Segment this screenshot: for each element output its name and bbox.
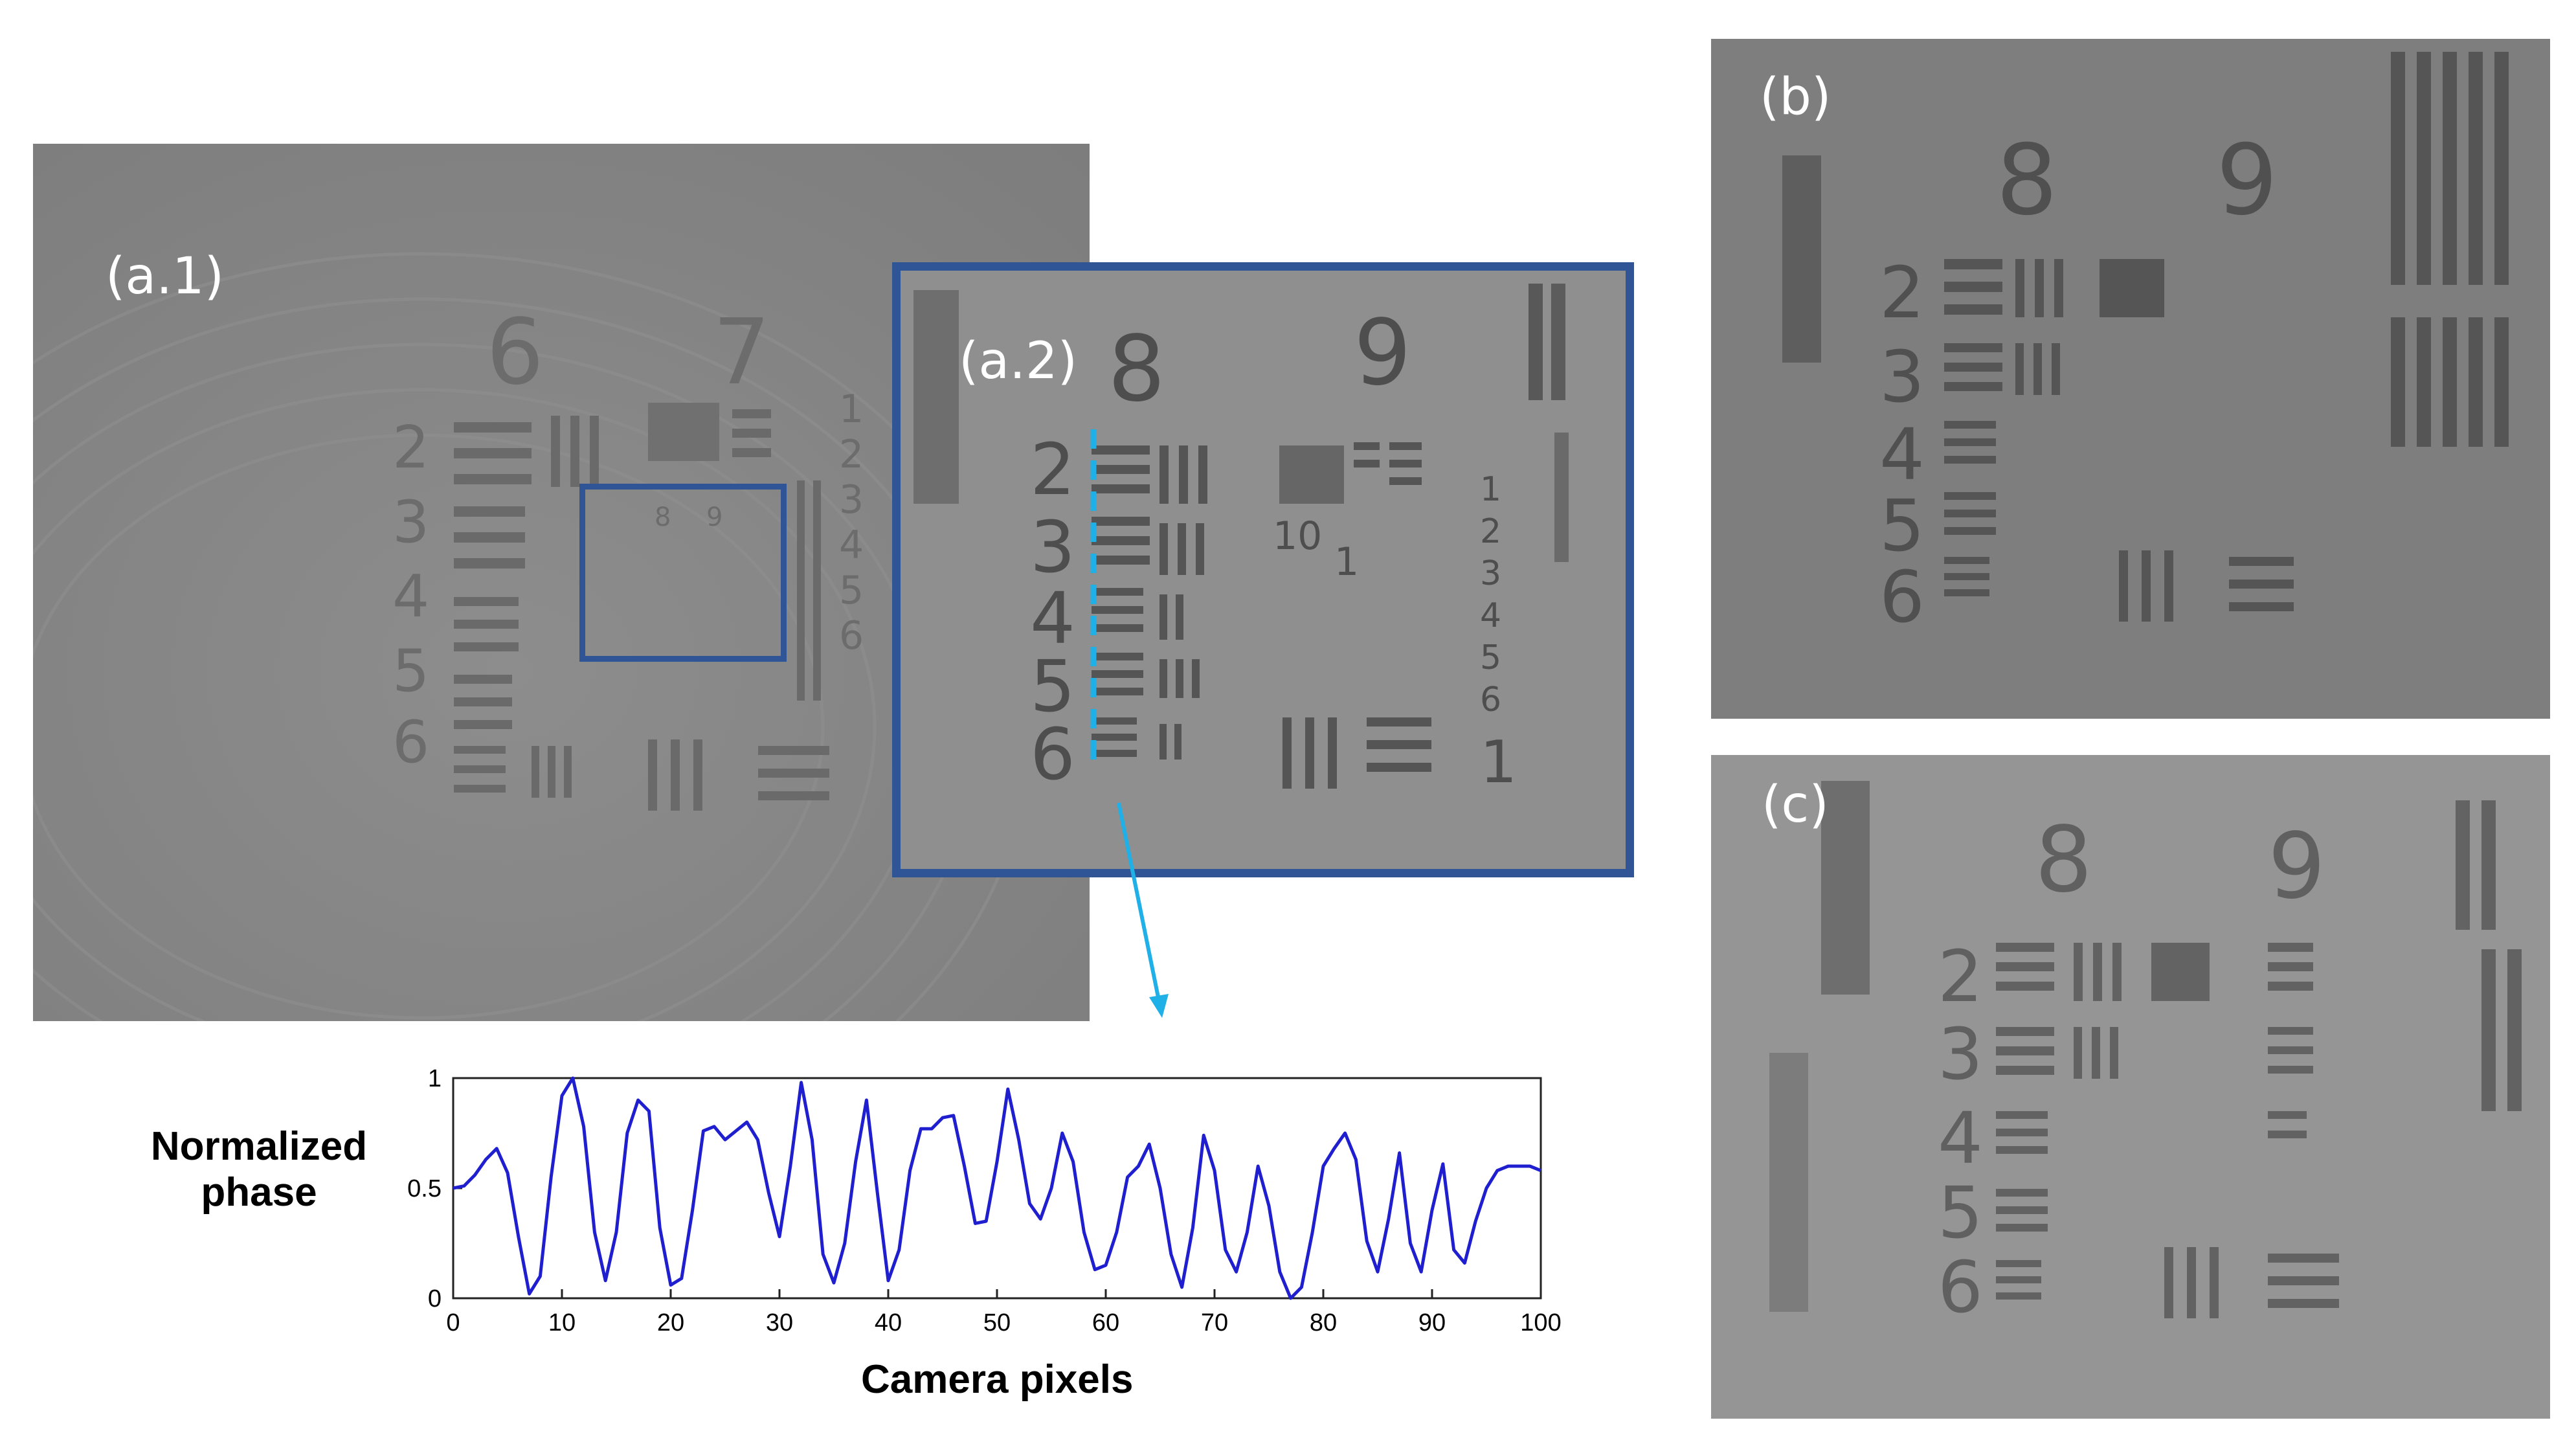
- element-number: 4: [392, 563, 429, 631]
- element-number: 2: [1030, 428, 1075, 511]
- element-number: 3: [1879, 335, 1925, 418]
- group-number: 9: [706, 502, 722, 532]
- element-number: 5: [839, 568, 864, 613]
- element-number: 1: [1334, 539, 1359, 585]
- element-number: 6: [1480, 681, 1501, 719]
- element-number: 10: [1273, 513, 1322, 559]
- roi-box: [579, 484, 787, 662]
- element-number: 4: [1879, 413, 1925, 496]
- element-number: 3: [1938, 1013, 1983, 1096]
- group-number: 9: [1354, 300, 1411, 406]
- group-number: 8: [1108, 317, 1165, 422]
- x-tick-label: 50: [983, 1309, 1011, 1336]
- group-number: 6: [486, 300, 544, 405]
- x-tick-label: 90: [1418, 1309, 1446, 1336]
- element-number: 6: [1030, 713, 1075, 796]
- element-number: 1: [1480, 728, 1517, 796]
- element-number: 6: [1938, 1246, 1983, 1329]
- group-number: 7: [713, 300, 770, 405]
- element-number: 6: [1879, 556, 1925, 638]
- element-number: 2: [1938, 935, 1983, 1018]
- element-number: 3: [392, 488, 429, 556]
- element-number: 3: [839, 477, 864, 523]
- group-number: 9: [2216, 124, 2278, 237]
- element-number: 4: [1480, 596, 1501, 635]
- x-tick-label: 20: [657, 1309, 684, 1336]
- y-axis-label-line: phase: [201, 1170, 317, 1215]
- image-panel-c: 8 9 2 3 4 5 6 (c): [1711, 755, 2550, 1419]
- element-number: 4: [1938, 1097, 1983, 1180]
- element-number: 2: [1480, 512, 1501, 551]
- element-number: 4: [839, 523, 864, 568]
- element-number: 3: [1030, 506, 1075, 589]
- y-axis-label-line: Normalized: [150, 1124, 368, 1169]
- element-number: 1: [1480, 470, 1501, 509]
- panel-label-c: (c): [1762, 776, 1829, 834]
- element-number: 2: [392, 414, 429, 482]
- x-tick-label: 70: [1201, 1309, 1228, 1336]
- element-number: 2: [839, 432, 864, 477]
- target-image-a2: 8 9 2 3 4 5 6 10 1 1 2 3 4 5 6 1: [901, 271, 1626, 869]
- element-number: 4: [1030, 577, 1075, 660]
- image-panel-b: 8 9 2 3 4 5 6 (b): [1711, 39, 2550, 719]
- panel-label-a1: (a.1): [106, 247, 225, 306]
- target-image-c: 8 9 2 3 4 5 6: [1711, 755, 2550, 1419]
- target-image-b: 8 9 2 3 4 5 6: [1711, 39, 2550, 719]
- x-axis-label: Camera pixels: [861, 1357, 1134, 1402]
- element-number: 5: [1879, 484, 1925, 567]
- x-tick-label: 0: [446, 1309, 460, 1336]
- panel-label-b: (b): [1760, 68, 1831, 126]
- element-number: 6: [839, 613, 864, 659]
- element-number: 5: [392, 637, 429, 705]
- x-tick-label: 10: [548, 1309, 576, 1336]
- element-number: 5: [1938, 1171, 1983, 1254]
- x-tick-label: 60: [1092, 1309, 1119, 1336]
- element-number: 3: [1480, 554, 1501, 593]
- group-number: 9: [2268, 814, 2325, 919]
- element-number: 5: [1030, 645, 1075, 728]
- group-number: 8: [2035, 807, 2092, 913]
- phase-series: [453, 1076, 1541, 1300]
- group-number: 8: [655, 502, 671, 532]
- x-tick-label: 80: [1310, 1309, 1337, 1336]
- element-number: 1: [839, 387, 864, 432]
- group-number: 8: [1996, 124, 2057, 237]
- y-tick-label: 1: [428, 1065, 442, 1092]
- panel-label-a2: (a.2): [959, 332, 1078, 390]
- x-tick-label: 40: [875, 1309, 902, 1336]
- image-panel-a2: 8 9 2 3 4 5 6 10 1 1 2 3 4 5 6 1 (a.2): [892, 262, 1634, 877]
- element-number: 5: [1480, 638, 1501, 677]
- element-number: 6: [392, 708, 429, 776]
- element-number: 2: [1879, 251, 1925, 334]
- x-tick-label: 30: [766, 1309, 793, 1336]
- y-tick-label: 0.5: [407, 1175, 442, 1202]
- y-tick-label: 0: [428, 1285, 442, 1312]
- x-tick-label: 100: [1520, 1309, 1561, 1336]
- y-axis-label: Normalized phase: [113, 1123, 405, 1215]
